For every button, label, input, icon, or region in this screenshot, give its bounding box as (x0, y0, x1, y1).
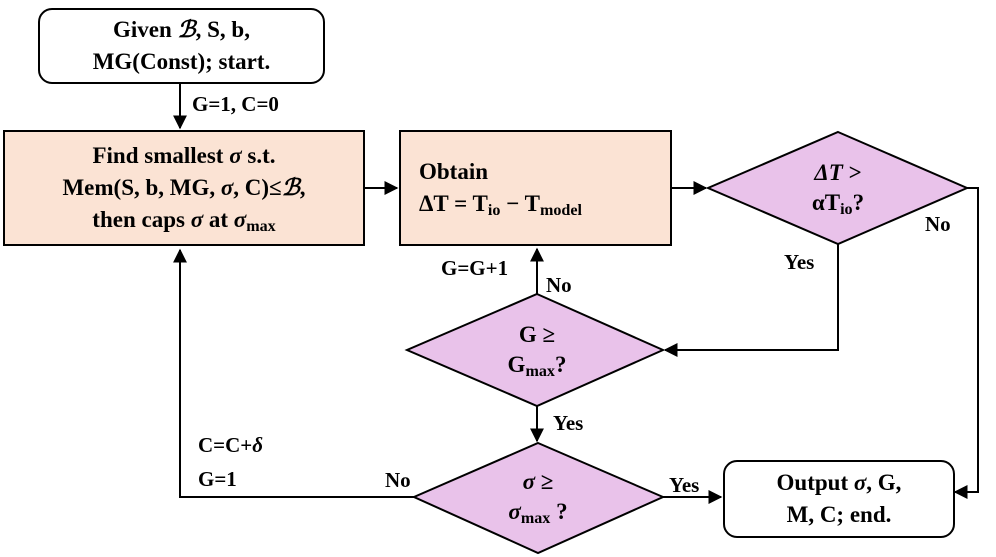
label-sigma-yes: Yes (669, 473, 700, 497)
end-line-1: Output σ, G, (776, 470, 902, 495)
decision-sigma-shape (411, 441, 666, 555)
arrow-dt-yes-to-decision-g (663, 244, 839, 357)
label-dt-no: No (925, 212, 951, 236)
start-terminal: Given ℬ, S, b, MG(Const); start. (38, 8, 325, 84)
decision-delta-t-text: ΔT > αTio? (811, 160, 865, 219)
start-line-1: Given ℬ, S, b, (113, 17, 250, 42)
label-g-update: G=G+1 (441, 256, 509, 280)
label-g-reset: G=1 (198, 467, 237, 491)
arrow-sigma-no-to-find (173, 248, 414, 498)
find-line-3: then caps σ at σmax (92, 207, 276, 236)
label-c-update: C=C+δ (198, 433, 264, 457)
end-line-2: M, C; end. (786, 502, 892, 527)
arrow-dt-no-to-end (953, 187, 979, 499)
label-g-no: No (546, 273, 572, 297)
label-dt-yes: Yes (784, 250, 815, 274)
label-g-yes: Yes (553, 411, 584, 435)
find-sigma-process: Find smallest σ s.t. Mem(S, b, MG, σ, C)… (3, 130, 365, 246)
obtain-line-1: Obtain (419, 159, 489, 184)
find-line-1: Find smallest σ s.t. (92, 143, 276, 168)
label-sigma-no: No (385, 468, 411, 492)
obtain-line-2: ΔT = Tio − Tmodel (419, 191, 582, 220)
find-line-2: Mem(S, b, MG, σ, C)≤ℬ, (62, 175, 306, 200)
edge-label-init: G=1, C=0 (192, 92, 279, 116)
end-terminal: Output σ, G, M, C; end. (723, 460, 955, 538)
start-line-2: MG(Const); start. (92, 49, 271, 74)
decision-sigma-text: σ ≥ σmax ? (508, 469, 568, 528)
decision-g-text: G ≥ Gmax? (507, 322, 567, 381)
obtain-delta-t-process: Obtain ΔT = Tio − Tmodel (399, 130, 672, 246)
